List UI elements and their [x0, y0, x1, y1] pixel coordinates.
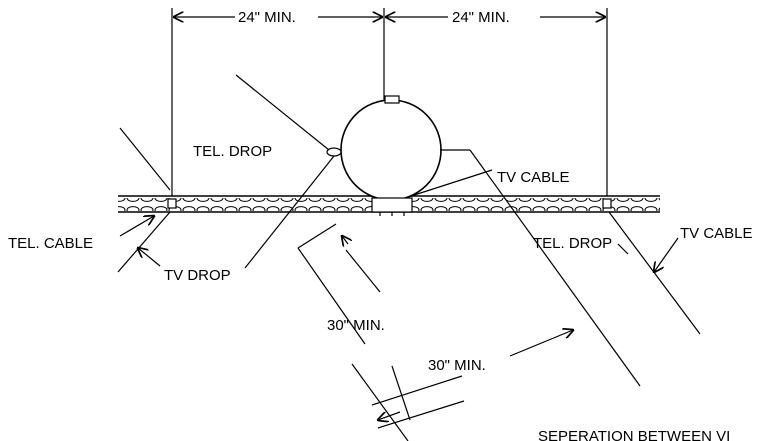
dim-right-label: 24" MIN. [452, 9, 510, 26]
dim30-ext-bottom-b [371, 375, 463, 406]
min-30-upper-label: 30" MIN. [327, 317, 385, 334]
left-upper-diagonal [119, 127, 171, 191]
upper-drop-line [235, 74, 330, 151]
left-splice [167, 198, 177, 209]
min-30-lower-label: 30" MIN. [428, 357, 486, 374]
label-leaders [119, 216, 679, 272]
pedestal-top-cap [384, 95, 400, 104]
dim30-ext-bottom-d [391, 365, 411, 421]
clearance-dimensions [297, 223, 573, 441]
dim-left-label: 24" MIN. [238, 9, 296, 26]
pedestal-circle [340, 99, 442, 201]
dim30-ext-left [297, 247, 366, 345]
tv-drop-leader [138, 248, 161, 267]
tv-drop-line [117, 211, 171, 273]
tv-cable-right-leader [654, 237, 679, 272]
tel-drop-clamp [326, 147, 342, 157]
tel-drop-left-label: TEL. DROP [193, 143, 272, 160]
tel-cable-leader [119, 216, 154, 237]
tel-drop-right-label: TEL. DROP [533, 235, 612, 252]
dim30-ext-top [297, 223, 337, 249]
tv-drop-label: TV DROP [164, 267, 231, 284]
dim30-line-upper [345, 249, 381, 293]
tv-cable-upper-label: TV CABLE [497, 169, 570, 186]
right-splice [602, 198, 612, 209]
dim30-arrow-upper [342, 236, 348, 244]
tel-drop-line-right [469, 149, 641, 387]
tv-cable-right-label: TV CABLE [680, 225, 753, 242]
caption-label: SEPERATION BETWEEN VI [538, 428, 730, 441]
top-dimension: 24" MIN. 24" MIN. [171, 8, 608, 196]
dim30-arrow-lower [509, 330, 573, 357]
drop-wires [117, 74, 701, 387]
tv-cable-pointer [404, 169, 493, 199]
tel-cable-label: TEL. CABLE [8, 235, 93, 252]
dim30-ext-bottom-c [377, 400, 465, 429]
tel-drop-right-leader [617, 243, 629, 255]
pedestal [326, 95, 442, 216]
pedestal-base [371, 197, 413, 213]
dim30-arrow-bottom [378, 411, 401, 420]
tel-drop-line-left [244, 155, 335, 269]
